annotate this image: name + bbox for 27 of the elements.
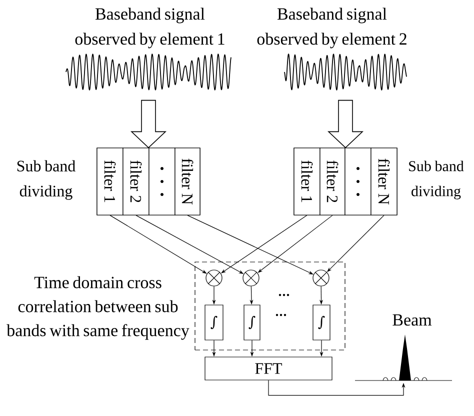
dashed-group-box xyxy=(194,262,346,350)
filter-box: filter 2 xyxy=(122,148,150,216)
waveform-drawing xyxy=(284,54,407,90)
ellipsis-cell xyxy=(148,148,176,216)
integrator-box: ∫ xyxy=(312,304,330,340)
beam-pattern-drawing xyxy=(354,334,452,381)
integrator-box: ∫ xyxy=(244,304,260,340)
stage-label: Time domain cross correlation between sub bands with same frequency xyxy=(6,276,190,340)
waveform-drawing xyxy=(66,54,232,90)
fft-box: FFT xyxy=(204,356,332,380)
integrator-box: ∫ xyxy=(204,304,224,340)
signal-caption: Baseband signal observed by element 2 xyxy=(257,8,406,48)
signal-caption: Baseband signal observed by element 1 xyxy=(75,8,224,48)
multiplier-symbol xyxy=(242,270,260,286)
filter-box: filter N xyxy=(370,148,398,216)
hollow-arrow xyxy=(130,100,166,148)
filter-box: filter 1 xyxy=(294,148,320,216)
filter-box: filter 2 xyxy=(320,148,346,216)
multiplier-symbol xyxy=(206,270,222,286)
stage-label: Sub band dividing xyxy=(409,160,464,200)
stage-label: Sub band dividing xyxy=(17,160,76,200)
multiplier-symbol xyxy=(312,270,330,286)
hollow-arrow xyxy=(328,100,364,148)
filter-box: filter N xyxy=(174,148,200,216)
ellipsis-cell xyxy=(344,148,372,216)
beam-label: Beam xyxy=(392,314,432,326)
filter-box: filter 1 xyxy=(96,148,124,216)
